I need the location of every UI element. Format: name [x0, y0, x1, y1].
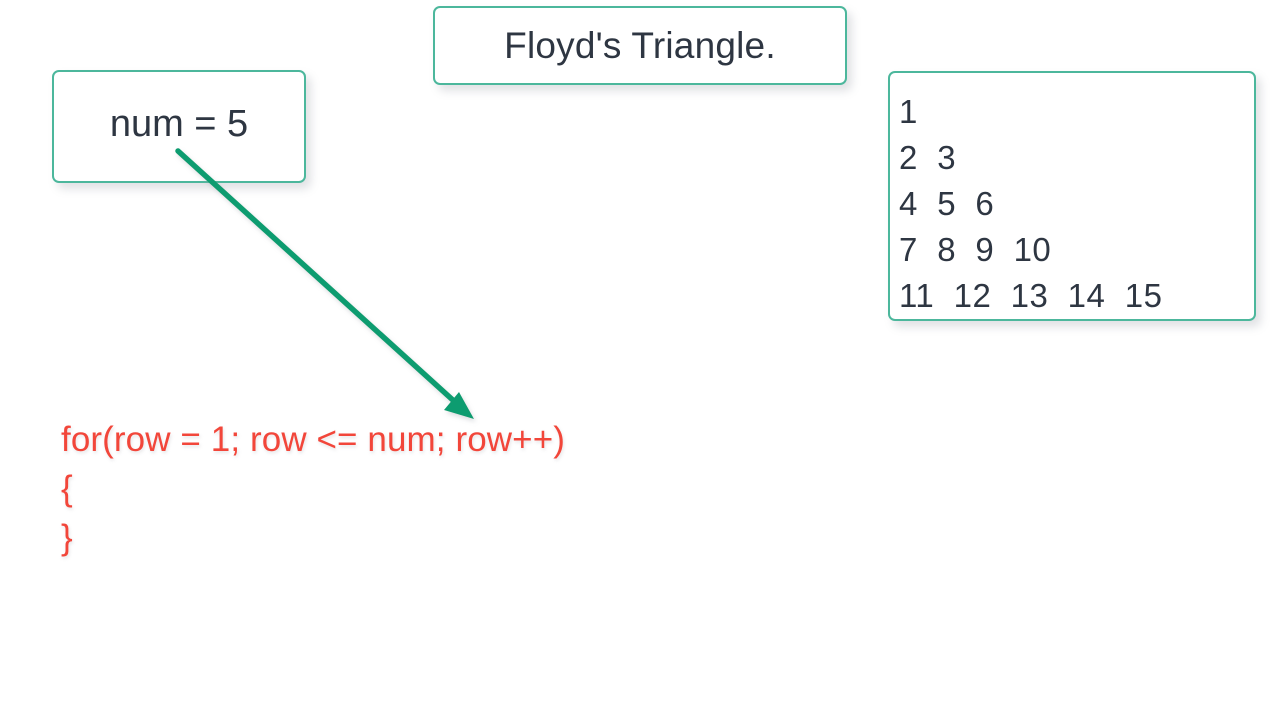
page-title: Floyd's Triangle. — [504, 24, 776, 66]
triangle-row: 11 12 13 14 15 — [899, 277, 1163, 314]
triangle-row: 4 5 6 — [899, 185, 995, 222]
output-card: 1 2 3 4 5 6 7 8 9 10 11 12 13 14 15 — [888, 71, 1256, 321]
triangle-row: 7 8 9 10 — [899, 231, 1052, 268]
floyds-triangle-rows: 1 2 3 4 5 6 7 8 9 10 11 12 13 14 15 — [899, 89, 1254, 319]
variable-card-num: num = 5 — [52, 70, 306, 183]
triangle-row: 2 3 — [899, 139, 957, 176]
title-card: Floyd's Triangle. — [433, 6, 847, 85]
arrow-shaft — [175, 148, 458, 405]
triangle-row: 1 — [899, 93, 918, 130]
pointer-arrow — [175, 148, 474, 419]
variable-assignment-text: num = 5 — [109, 103, 249, 145]
code-block: for(row = 1; row <= num; row++) { } — [61, 415, 761, 562]
code-line-for-statement: for(row = 1; row <= num; row++) — [61, 420, 565, 459]
code-line-open-brace: { — [61, 469, 73, 508]
code-line-close-brace: } — [61, 518, 73, 557]
